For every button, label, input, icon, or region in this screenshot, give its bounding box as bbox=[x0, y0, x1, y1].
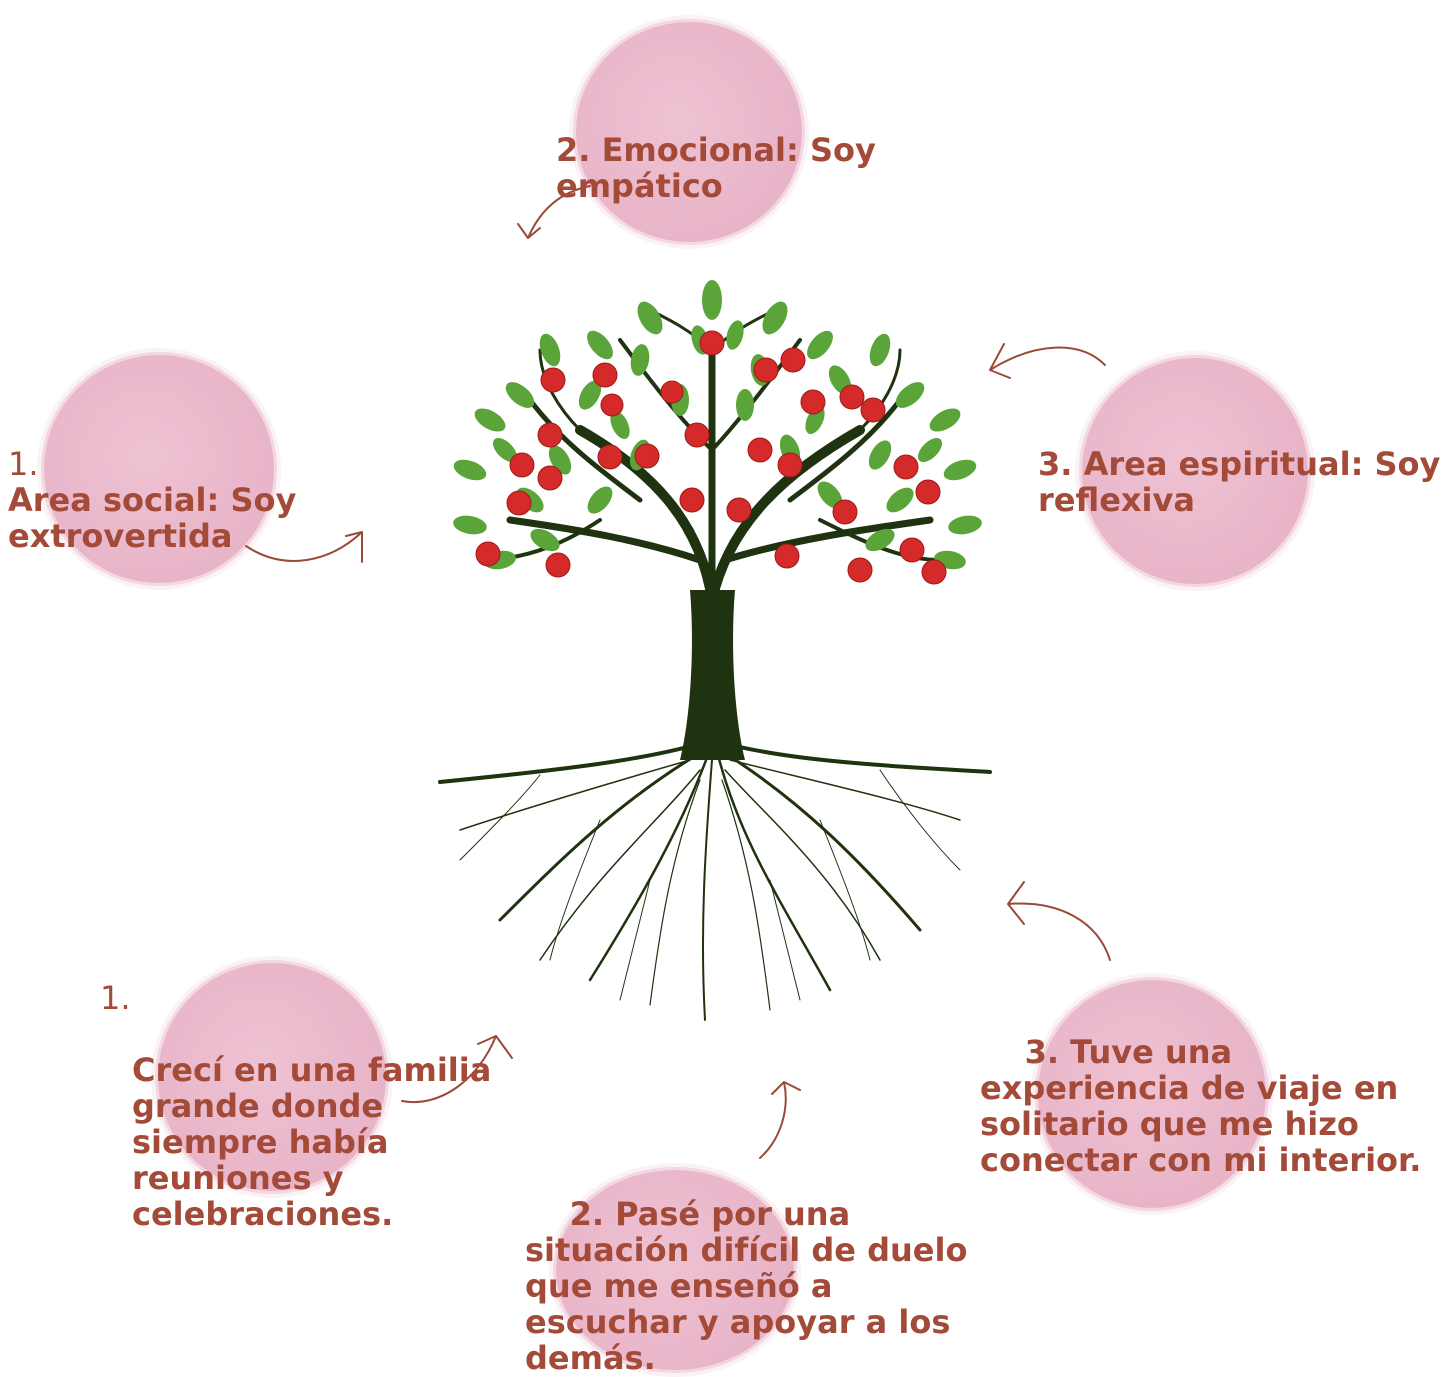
label-area-social: 1. Area social: Soy extrovertida bbox=[8, 410, 296, 554]
circle-espiritual bbox=[1082, 358, 1308, 584]
label-area-emocional: 2. Emocional: Soy empático bbox=[556, 96, 876, 204]
label-experience-familia-text: Crecí en una familia grande donde siempr… bbox=[132, 1051, 492, 1233]
arrows-layer bbox=[245, 185, 1111, 1159]
tree-roots bbox=[438, 738, 992, 1021]
tree-illustration bbox=[438, 280, 992, 1021]
label-experience-duelo-text: 2. Pasé por una situación difícil de due… bbox=[525, 1195, 968, 1377]
arrow-familia bbox=[401, 1035, 513, 1104]
label-experience-viaje-text: 3. Tuve una experiencia de viaje en soli… bbox=[980, 1033, 1422, 1179]
label-experience-familia: 1. Crecí en una familia grande donde sie… bbox=[100, 980, 491, 1268]
label-area-espiritual: 3. Area espiritual: Soy reflexiva bbox=[1038, 410, 1440, 518]
arrow-espiritual bbox=[989, 343, 1106, 379]
label-area-social-number: 1. bbox=[8, 445, 39, 483]
circle-social bbox=[44, 355, 274, 583]
label-experience-duelo: 2. Pasé por una situación difícil de due… bbox=[525, 1160, 967, 1376]
arrow-emocional bbox=[517, 185, 591, 239]
arrow-viaje bbox=[1007, 881, 1111, 961]
tree-leaves bbox=[453, 280, 982, 570]
circle-emocional bbox=[576, 22, 802, 242]
label-area-emocional-text: 2. Emocional: Soy empático bbox=[556, 131, 876, 205]
arrow-social bbox=[245, 531, 363, 563]
arrow-duelo bbox=[759, 1081, 801, 1159]
label-experience-familia-number: 1. bbox=[100, 979, 131, 1017]
label-area-espiritual-text: 3. Area espiritual: Soy reflexiva bbox=[1038, 445, 1441, 519]
tree-trunk bbox=[680, 590, 745, 760]
label-area-social-text: Area social: Soy extrovertida bbox=[8, 481, 297, 555]
tree-apples bbox=[475, 330, 947, 585]
circle-viaje bbox=[1038, 980, 1266, 1208]
label-experience-viaje: 3. Tuve una experiencia de viaje en soli… bbox=[980, 998, 1421, 1178]
circle-familia bbox=[158, 963, 386, 1191]
